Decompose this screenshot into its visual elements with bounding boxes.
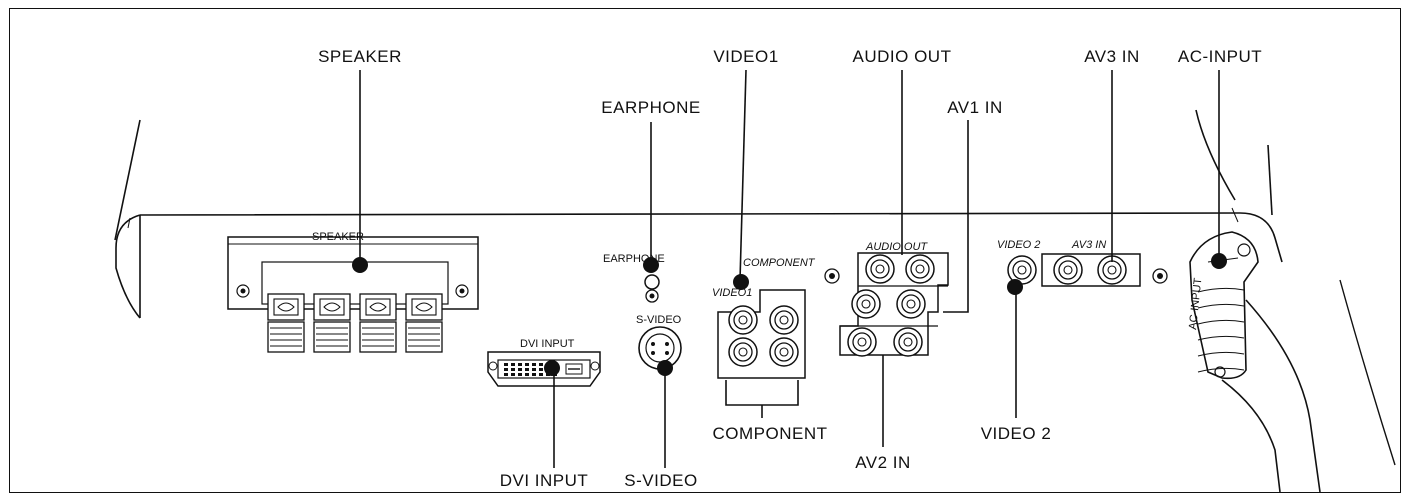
device-housing [114, 109, 1283, 319]
panel-label-s-video: S-VIDEO [636, 314, 682, 326]
rca-jack-icon [728, 337, 758, 367]
callout-earphone: EARPHONE [601, 98, 700, 117]
panel-label-video2: VIDEO 2 [997, 239, 1040, 251]
panel-label-ac-input: AC-INPUT [1187, 277, 1204, 330]
panel-label-audio-out: AUDIO OUT [865, 241, 928, 253]
panel-label-video1: VIDEO1 [712, 287, 752, 299]
figure-frame [9, 8, 1401, 493]
callout-s-video: S-VIDEO [624, 471, 697, 490]
callout-ac-input: AC-INPUT [1178, 47, 1262, 66]
speaker-clip-icon [313, 293, 351, 353]
callout-dvi-input: DVI INPUT [500, 471, 589, 490]
earphone-jack [644, 274, 660, 303]
callout-av3-in: AV3 IN [1084, 47, 1140, 66]
callout-component: COMPONENT [713, 424, 828, 443]
callout-video1: VIDEO1 [713, 47, 778, 66]
dvi-dot-marker [544, 360, 560, 376]
rca-jack-icon [1097, 255, 1127, 285]
rca-jack-icon [896, 289, 926, 319]
video1-dot-marker [733, 274, 749, 290]
rca-jack-icon [728, 305, 758, 335]
rca-jack-icon [851, 289, 881, 319]
speaker-clip-icon [405, 293, 443, 353]
leader-lines [359, 69, 1220, 468]
speaker-clips [267, 293, 443, 353]
panel-label-speaker: SPEAKER [312, 231, 364, 243]
earphone-dot-marker [643, 257, 659, 273]
video2-av3-block [1041, 253, 1168, 287]
rca-jack-icon [1053, 255, 1083, 285]
speaker-clip-icon [267, 293, 305, 353]
callout-audio-out: AUDIO OUT [853, 47, 952, 66]
component-video1-block [717, 268, 840, 379]
callout-labels: SPEAKER EARPHONE VIDEO1 AUDIO OUT AV1 IN… [318, 47, 1262, 490]
rca-jack-icon [1007, 255, 1037, 285]
screw-icon [455, 284, 469, 298]
video2-dot-marker [1007, 279, 1023, 295]
callout-video2: VIDEO 2 [981, 424, 1052, 443]
callout-speaker: SPEAKER [318, 47, 402, 66]
ac-input-dot-marker [1211, 253, 1227, 269]
audio-av-block [839, 252, 949, 356]
s-video-dot-marker [657, 360, 673, 376]
panel-label-dvi-input: DVI INPUT [520, 338, 575, 350]
rca-jack-icon [865, 254, 895, 284]
ac-plug-and-cable [1189, 231, 1396, 493]
rca-jack-icon [893, 327, 923, 357]
rca-jack-icon [847, 327, 877, 357]
rca-jack-icon [769, 305, 799, 335]
callout-av2-in: AV2 IN [855, 453, 911, 472]
rca-jack-icon [905, 254, 935, 284]
speaker-clip-icon [359, 293, 397, 353]
rca-jack-icon [769, 337, 799, 367]
leader-dots [352, 253, 1227, 376]
rca-jacks [728, 254, 1127, 367]
cable-ribs [1197, 287, 1245, 373]
panel-label-av3-in: AV3 IN [1071, 239, 1106, 251]
speaker-dot-marker [352, 257, 368, 273]
screw-icon [236, 284, 250, 298]
panel-printed-labels: SPEAKER EARPHONE COMPONENT VIDEO1 AUDIO … [312, 231, 1204, 350]
panel-label-component: COMPONENT [743, 257, 816, 269]
callout-av1-in: AV1 IN [947, 98, 1003, 117]
